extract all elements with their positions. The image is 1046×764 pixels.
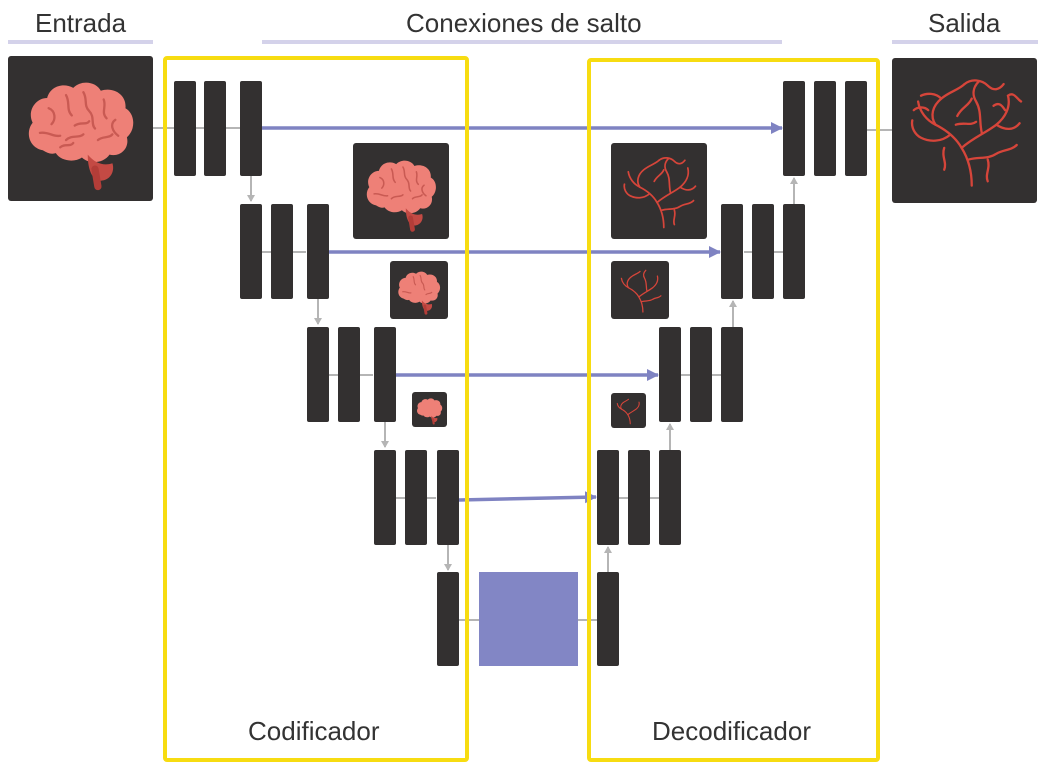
- encoder-feature-image-2: [390, 261, 448, 319]
- encoder-feature-image-1: [353, 143, 449, 239]
- vessel-map-icon: [623, 157, 697, 229]
- encoder-block: [204, 81, 226, 176]
- decoder-block: [721, 327, 743, 422]
- vessel-map-icon: [616, 398, 640, 425]
- decoder-block: [845, 81, 867, 176]
- decoder-block: [783, 81, 805, 176]
- decoder-block: [814, 81, 836, 176]
- decoder-block: [690, 327, 712, 422]
- encoder-block: [338, 327, 360, 422]
- decoder-label: Decodificador: [652, 716, 811, 746]
- skip-connection-arrows: [262, 122, 783, 504]
- encoder-panel: [163, 56, 469, 762]
- decoder-block: [597, 450, 619, 545]
- decoder-feature-image-1: [611, 143, 707, 239]
- down-connectors: [247, 176, 452, 571]
- encoder-bottom-block: [437, 572, 459, 666]
- brain-icon: [28, 82, 134, 191]
- decoder-block: [628, 450, 650, 545]
- output-label: Salida: [928, 8, 1001, 38]
- skip-connections-underline: [262, 40, 782, 44]
- decoder-block: [659, 327, 681, 422]
- up-connectors: [604, 177, 798, 572]
- encoder-block: [374, 450, 396, 545]
- decoder-block: [721, 204, 743, 299]
- encoder-block: [307, 327, 329, 422]
- skip-arrow-level-4: [458, 491, 597, 504]
- encoder-block: [437, 450, 459, 545]
- decoder-bottom-block: [597, 572, 619, 666]
- decoder-feature-image-3: [611, 393, 646, 428]
- bottleneck-square: [479, 572, 578, 666]
- vessel-map-icon: [910, 79, 1023, 187]
- input-image: [8, 56, 153, 201]
- encoder-label: Codificador: [248, 716, 380, 746]
- decoder-block: [752, 204, 774, 299]
- encoder-block: [174, 81, 196, 176]
- encoder-block: [240, 81, 262, 176]
- output-label-underline: [892, 40, 1038, 44]
- decoder-feature-image-2: [611, 261, 669, 319]
- encoder-block: [405, 450, 427, 545]
- skip-connections-label: Conexiones de salto: [406, 8, 642, 38]
- encoder-block: [374, 327, 396, 422]
- encoder-feature-image-3: [412, 392, 447, 427]
- decoder-panel: [587, 58, 880, 762]
- brain-icon: [398, 271, 441, 315]
- input-label: Entrada: [35, 8, 127, 38]
- encoder-block: [240, 204, 262, 299]
- decoder-block: [659, 450, 681, 545]
- vessel-map-icon: [620, 269, 662, 313]
- encoder-block: [271, 204, 293, 299]
- input-label-underline: [8, 40, 153, 44]
- brain-icon: [366, 160, 436, 232]
- encoder-block: [307, 204, 329, 299]
- decoder-block: [783, 204, 805, 299]
- output-image: [892, 58, 1037, 203]
- brain-icon: [417, 398, 443, 425]
